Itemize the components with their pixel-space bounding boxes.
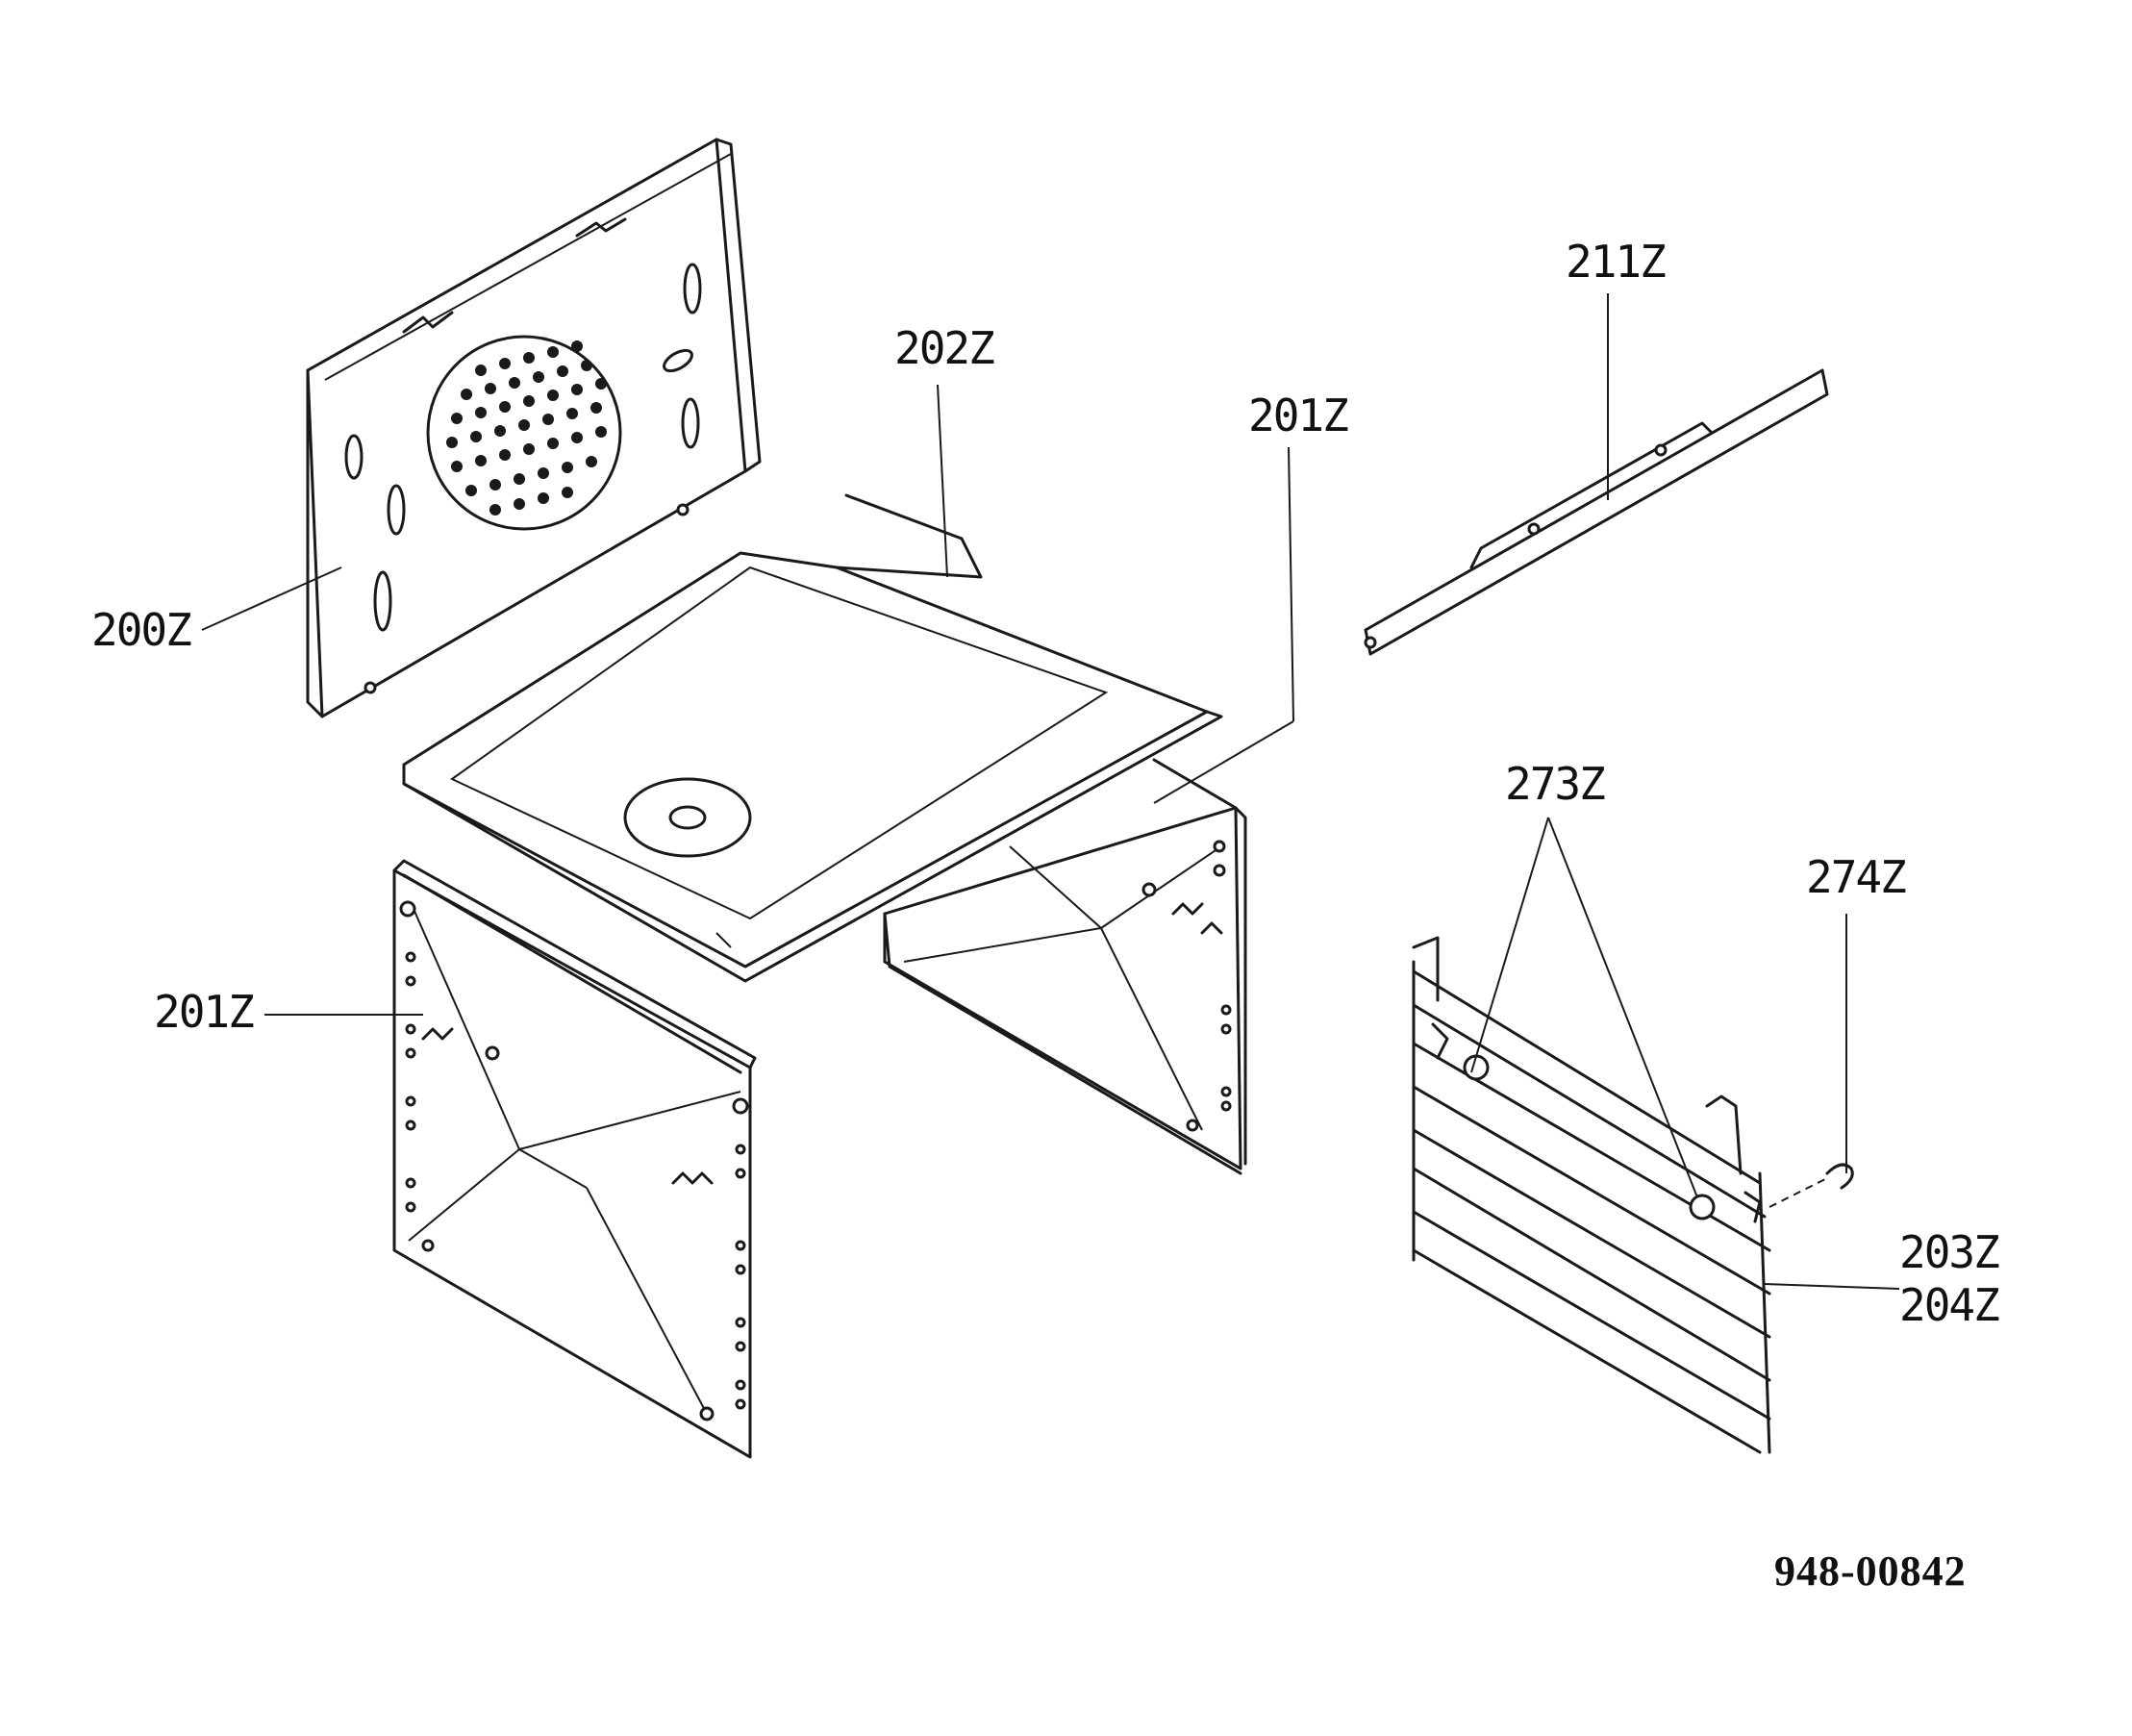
label-211z: 211Z <box>1566 236 1667 288</box>
part-202z-top-plate <box>402 493 1223 983</box>
part-274z-clip <box>1768 1163 1854 1208</box>
label-202z: 202Z <box>894 322 995 374</box>
label-274z: 274Z <box>1806 851 1907 903</box>
part-200z-back-panel <box>306 138 762 718</box>
part-201z-left-side-panel <box>392 859 757 1459</box>
part-203z-204z-wire-racks <box>1412 936 1771 1454</box>
document-number: 948-00842 <box>1774 1547 1967 1595</box>
label-273z: 273Z <box>1505 758 1606 810</box>
label-201z-left: 201Z <box>154 986 255 1038</box>
label-203z: 203Z <box>1899 1226 2000 1278</box>
part-211z-rail <box>1364 368 1829 656</box>
label-201z-top: 201Z <box>1248 390 1349 441</box>
label-204z: 204Z <box>1899 1279 2000 1331</box>
part-201z-right-side-panel <box>883 758 1247 1175</box>
label-200z: 200Z <box>91 604 192 656</box>
leader-lines <box>201 293 1900 1290</box>
fan-grille-holes <box>446 340 607 516</box>
